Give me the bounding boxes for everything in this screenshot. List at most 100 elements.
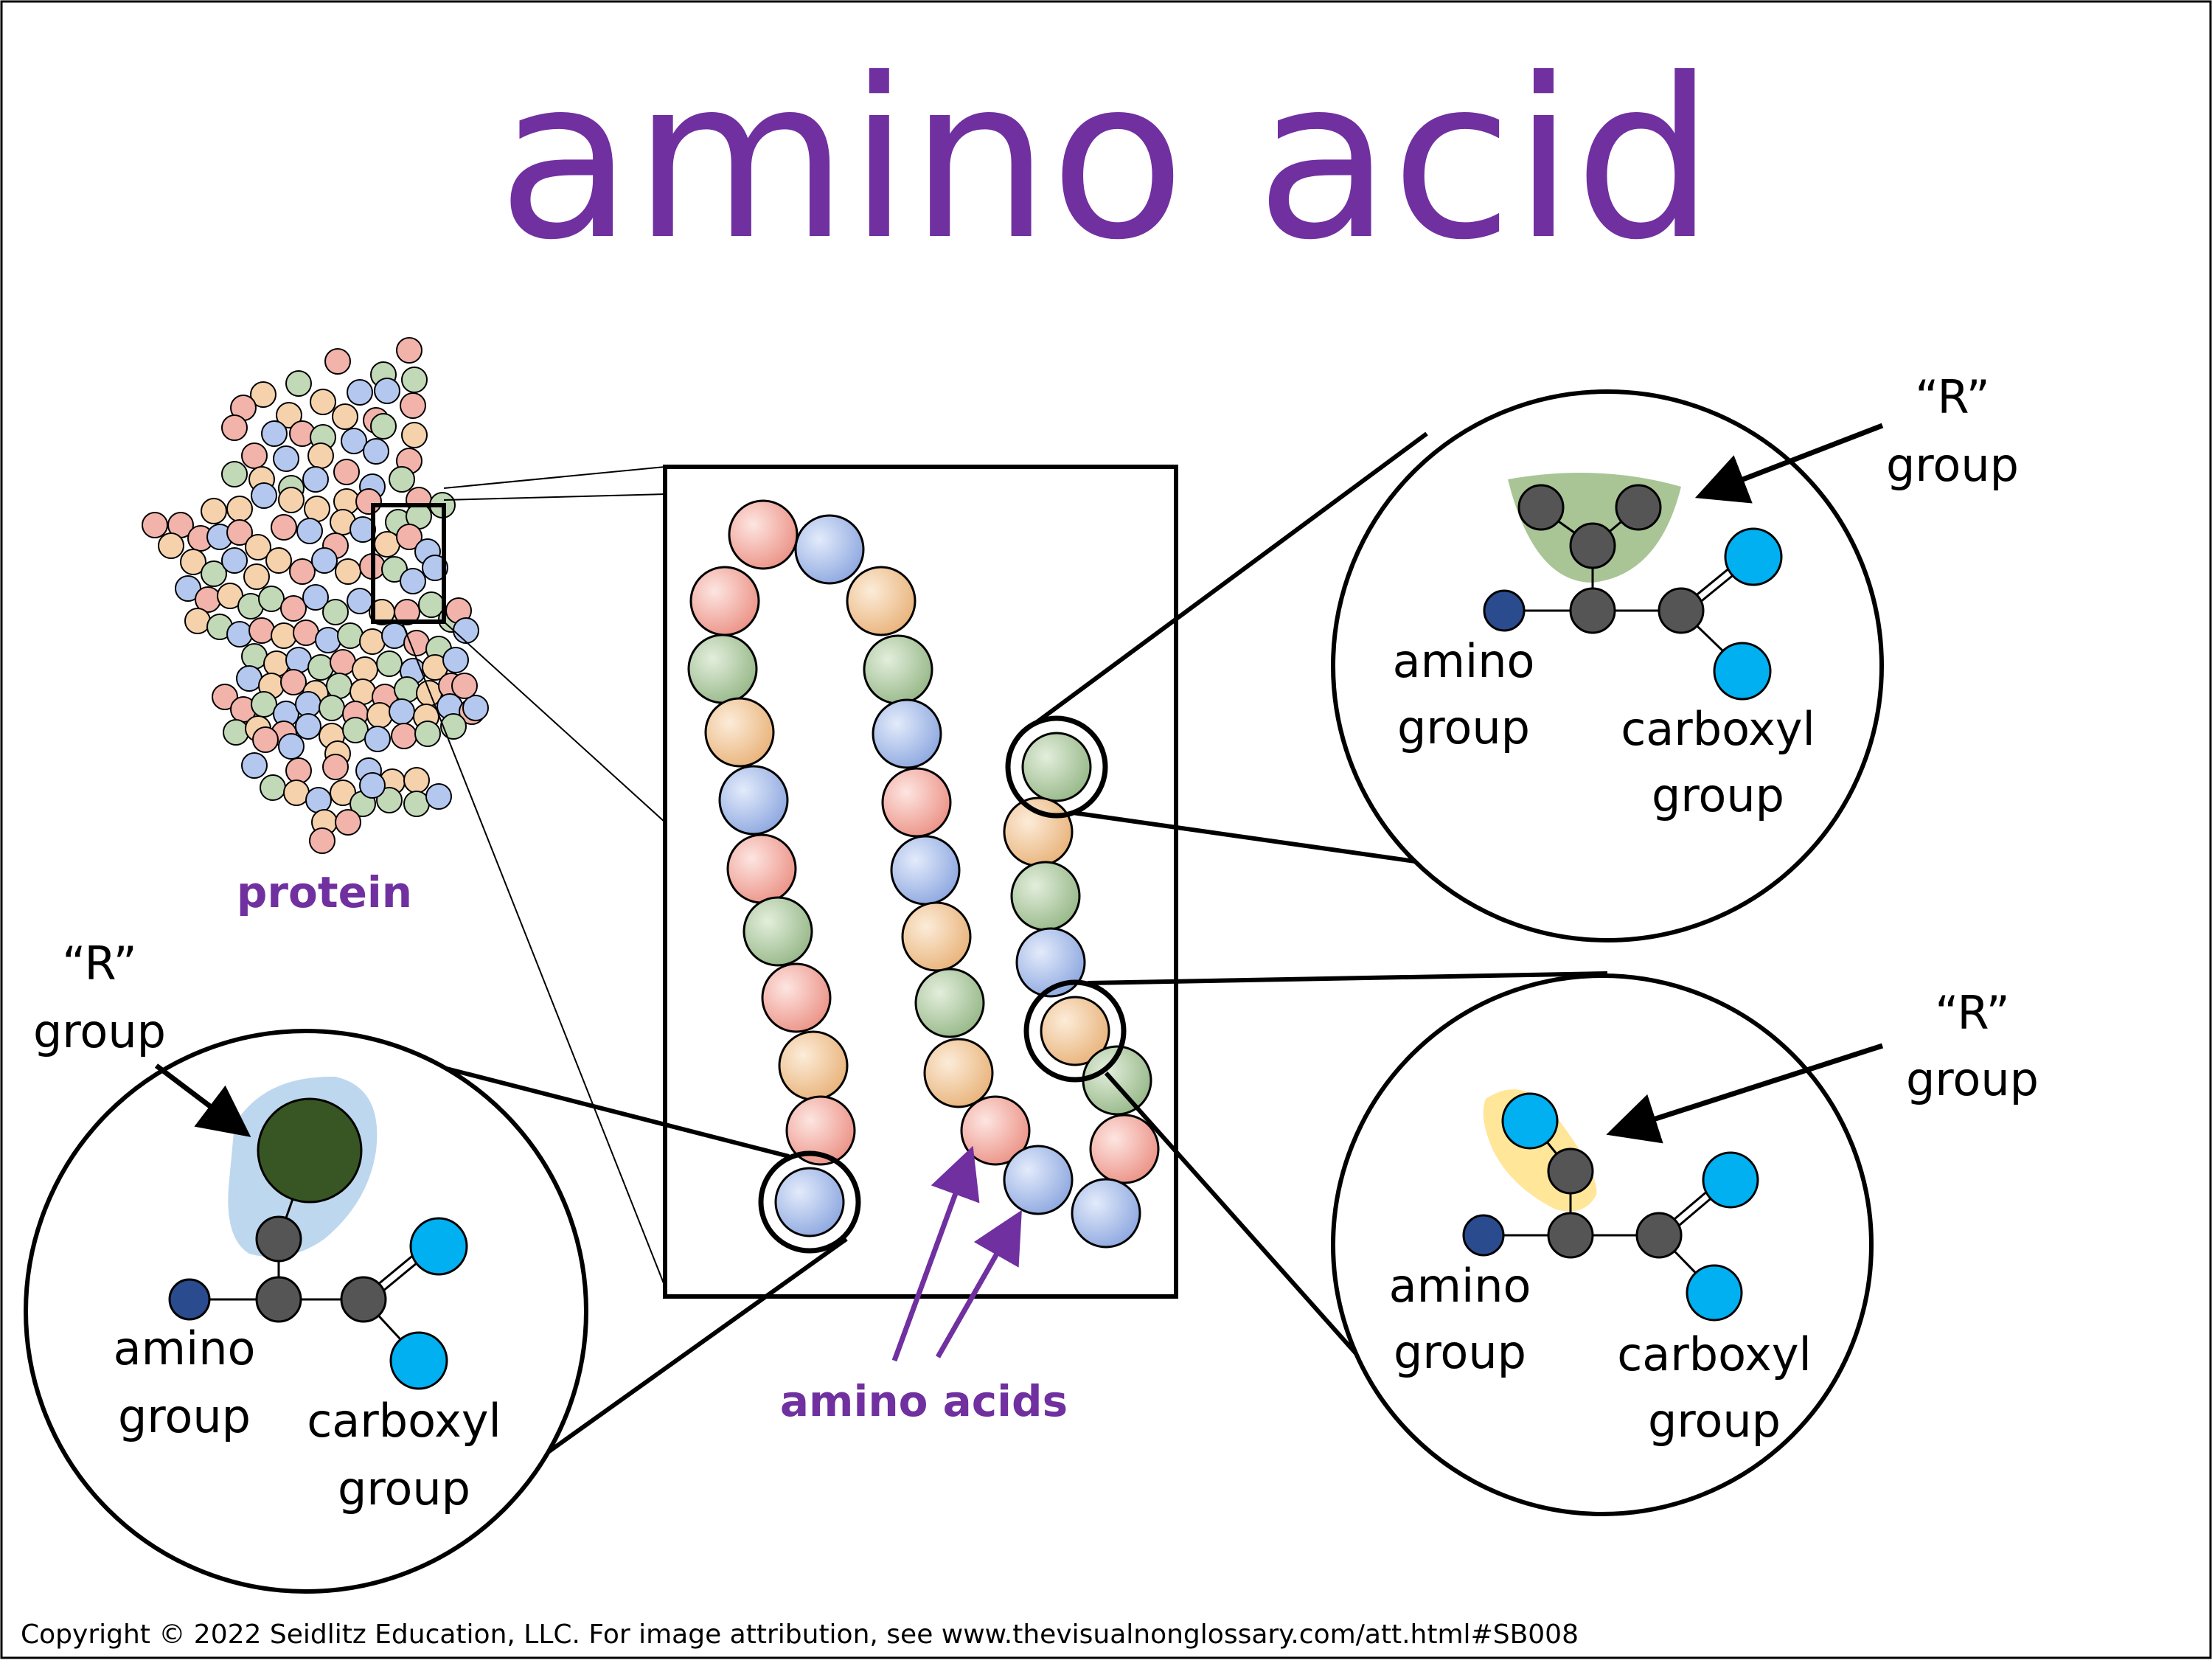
bead xyxy=(330,780,356,806)
bubble-connector-line xyxy=(1087,971,1608,985)
bead xyxy=(425,783,452,810)
bead xyxy=(901,901,972,972)
bead xyxy=(293,619,319,646)
bead xyxy=(1021,732,1092,802)
carboxyl-group-label: carboxyl xyxy=(1621,702,1815,756)
bubble-connector-line xyxy=(434,1063,790,1159)
atom-carboxyl-carbon xyxy=(1635,1212,1683,1259)
bead xyxy=(241,442,268,469)
bead xyxy=(422,555,448,581)
r-group-label: “R” xyxy=(1915,370,1989,424)
bead xyxy=(1003,1145,1074,1215)
bead xyxy=(872,698,942,769)
bead xyxy=(324,348,351,375)
bead xyxy=(794,514,865,585)
bead xyxy=(462,695,489,721)
bead xyxy=(366,702,393,729)
bead xyxy=(1040,996,1110,1066)
bead xyxy=(1071,1178,1141,1249)
zoom-connector-line xyxy=(443,493,666,501)
bead xyxy=(226,496,253,522)
bead xyxy=(1089,1114,1160,1184)
atom-r xyxy=(255,1215,302,1263)
bead xyxy=(785,1095,856,1166)
atom-oxygen xyxy=(1686,1264,1743,1322)
bead xyxy=(374,531,400,558)
bead xyxy=(289,558,316,585)
bead xyxy=(251,691,277,718)
bead xyxy=(453,617,479,644)
bead xyxy=(283,780,310,806)
bead xyxy=(175,575,201,602)
bead xyxy=(355,488,382,515)
bead xyxy=(307,654,334,681)
bead xyxy=(158,532,184,559)
zoom-connector-line xyxy=(443,621,666,823)
bead xyxy=(304,496,330,522)
bead xyxy=(221,461,248,487)
bead xyxy=(774,1167,845,1237)
bead xyxy=(687,633,758,704)
zoom-connector-line xyxy=(443,466,666,489)
bead xyxy=(1003,796,1074,867)
atom-carboxyl-carbon xyxy=(1658,587,1705,634)
bead xyxy=(364,726,391,752)
bead xyxy=(226,621,253,648)
bead xyxy=(142,512,168,538)
atom-oxygen xyxy=(389,1331,448,1390)
bead xyxy=(440,713,467,740)
atom-nitrogen xyxy=(1462,1214,1505,1257)
bead xyxy=(265,547,292,574)
bead xyxy=(223,719,249,746)
bead xyxy=(243,563,270,590)
bead xyxy=(258,586,285,612)
bubble-connector-line xyxy=(1034,431,1428,725)
bead xyxy=(863,634,933,705)
bead xyxy=(414,721,441,747)
bead xyxy=(280,595,307,622)
amino-group-label: group xyxy=(1394,1325,1526,1379)
bead xyxy=(923,1038,994,1108)
zoom-square xyxy=(371,503,446,624)
bead xyxy=(349,678,376,705)
magnify-circle-icon xyxy=(1023,979,1127,1083)
bead xyxy=(359,628,386,655)
atom-alpha-carbon xyxy=(1547,1212,1594,1259)
atom-oxygen xyxy=(1702,1151,1759,1209)
r-group-label: group xyxy=(33,1004,166,1058)
bead xyxy=(1010,861,1081,931)
bead xyxy=(285,647,312,673)
bead xyxy=(315,627,341,653)
atom-oxygen xyxy=(409,1217,468,1276)
amino-acids-label: amino acids xyxy=(780,1376,1068,1426)
bead xyxy=(212,684,238,710)
bead xyxy=(342,717,369,743)
atom-r xyxy=(1501,1092,1559,1150)
bead xyxy=(347,588,373,614)
bead xyxy=(742,896,813,967)
bubble-top-right: amino group carboxyl group xyxy=(1331,389,1884,942)
amino-group-label: group xyxy=(118,1389,251,1443)
bead xyxy=(285,370,312,397)
atom-r xyxy=(1615,484,1662,531)
bead xyxy=(335,558,361,585)
bead xyxy=(241,643,268,670)
bead xyxy=(295,713,321,740)
bead xyxy=(241,752,268,779)
bead xyxy=(332,403,358,430)
page-title: amino acid xyxy=(497,31,1714,288)
atom-alpha-carbon xyxy=(1569,587,1616,634)
bead xyxy=(248,617,275,644)
bead xyxy=(341,428,367,454)
amino-group-label: amino xyxy=(1393,634,1535,688)
bead xyxy=(296,518,323,544)
bead xyxy=(400,392,426,419)
carboxyl-group-label: group xyxy=(1648,1394,1781,1448)
bead xyxy=(1015,927,1086,998)
atom-r xyxy=(257,1097,363,1204)
bead xyxy=(307,442,334,469)
amino-group-label: amino xyxy=(1389,1259,1531,1313)
bead xyxy=(302,466,329,493)
arrow-icon xyxy=(891,1145,980,1362)
